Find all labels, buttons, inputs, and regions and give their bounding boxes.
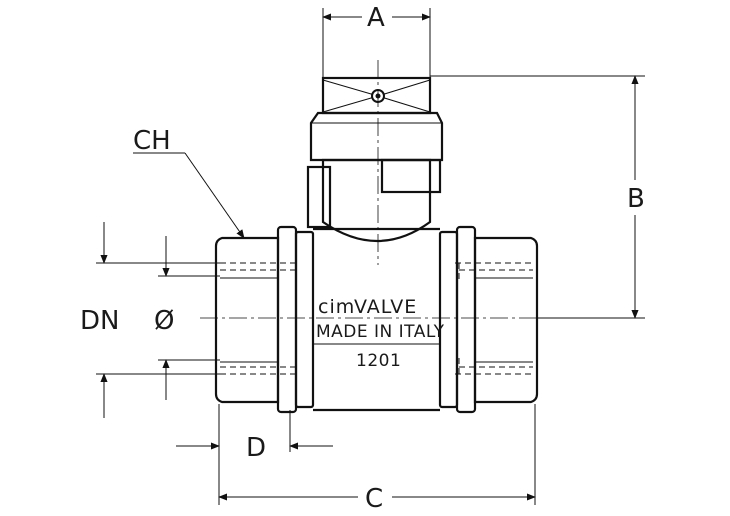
dimension-dn: DN: [80, 222, 220, 418]
dim-label-dn: DN: [80, 306, 119, 336]
dimension-ch: CH: [133, 126, 245, 239]
dimension-b: B: [430, 75, 645, 319]
dimension-c: C: [218, 404, 536, 514]
valve-body: [200, 60, 640, 414]
dimension-a: A: [322, 3, 431, 78]
handle: [306, 76, 444, 243]
dimension-diameter: Ø: [154, 236, 220, 400]
dim-label-d: D: [246, 433, 266, 463]
dim-label-a: A: [367, 3, 385, 33]
dimension-d: D: [176, 404, 333, 463]
origin-text: MADE IN ITALY: [316, 322, 445, 342]
model-number: 1201: [356, 351, 401, 371]
dim-label-diameter: Ø: [154, 306, 174, 336]
brand-valve: VALVE: [354, 296, 417, 318]
dim-label-ch: CH: [133, 126, 171, 156]
dim-label-b: B: [627, 184, 645, 214]
brand-cim: cim: [318, 296, 355, 318]
body-marking: cim VALVE MADE IN ITALY 1201: [316, 296, 445, 371]
dim-label-c: C: [365, 484, 383, 514]
